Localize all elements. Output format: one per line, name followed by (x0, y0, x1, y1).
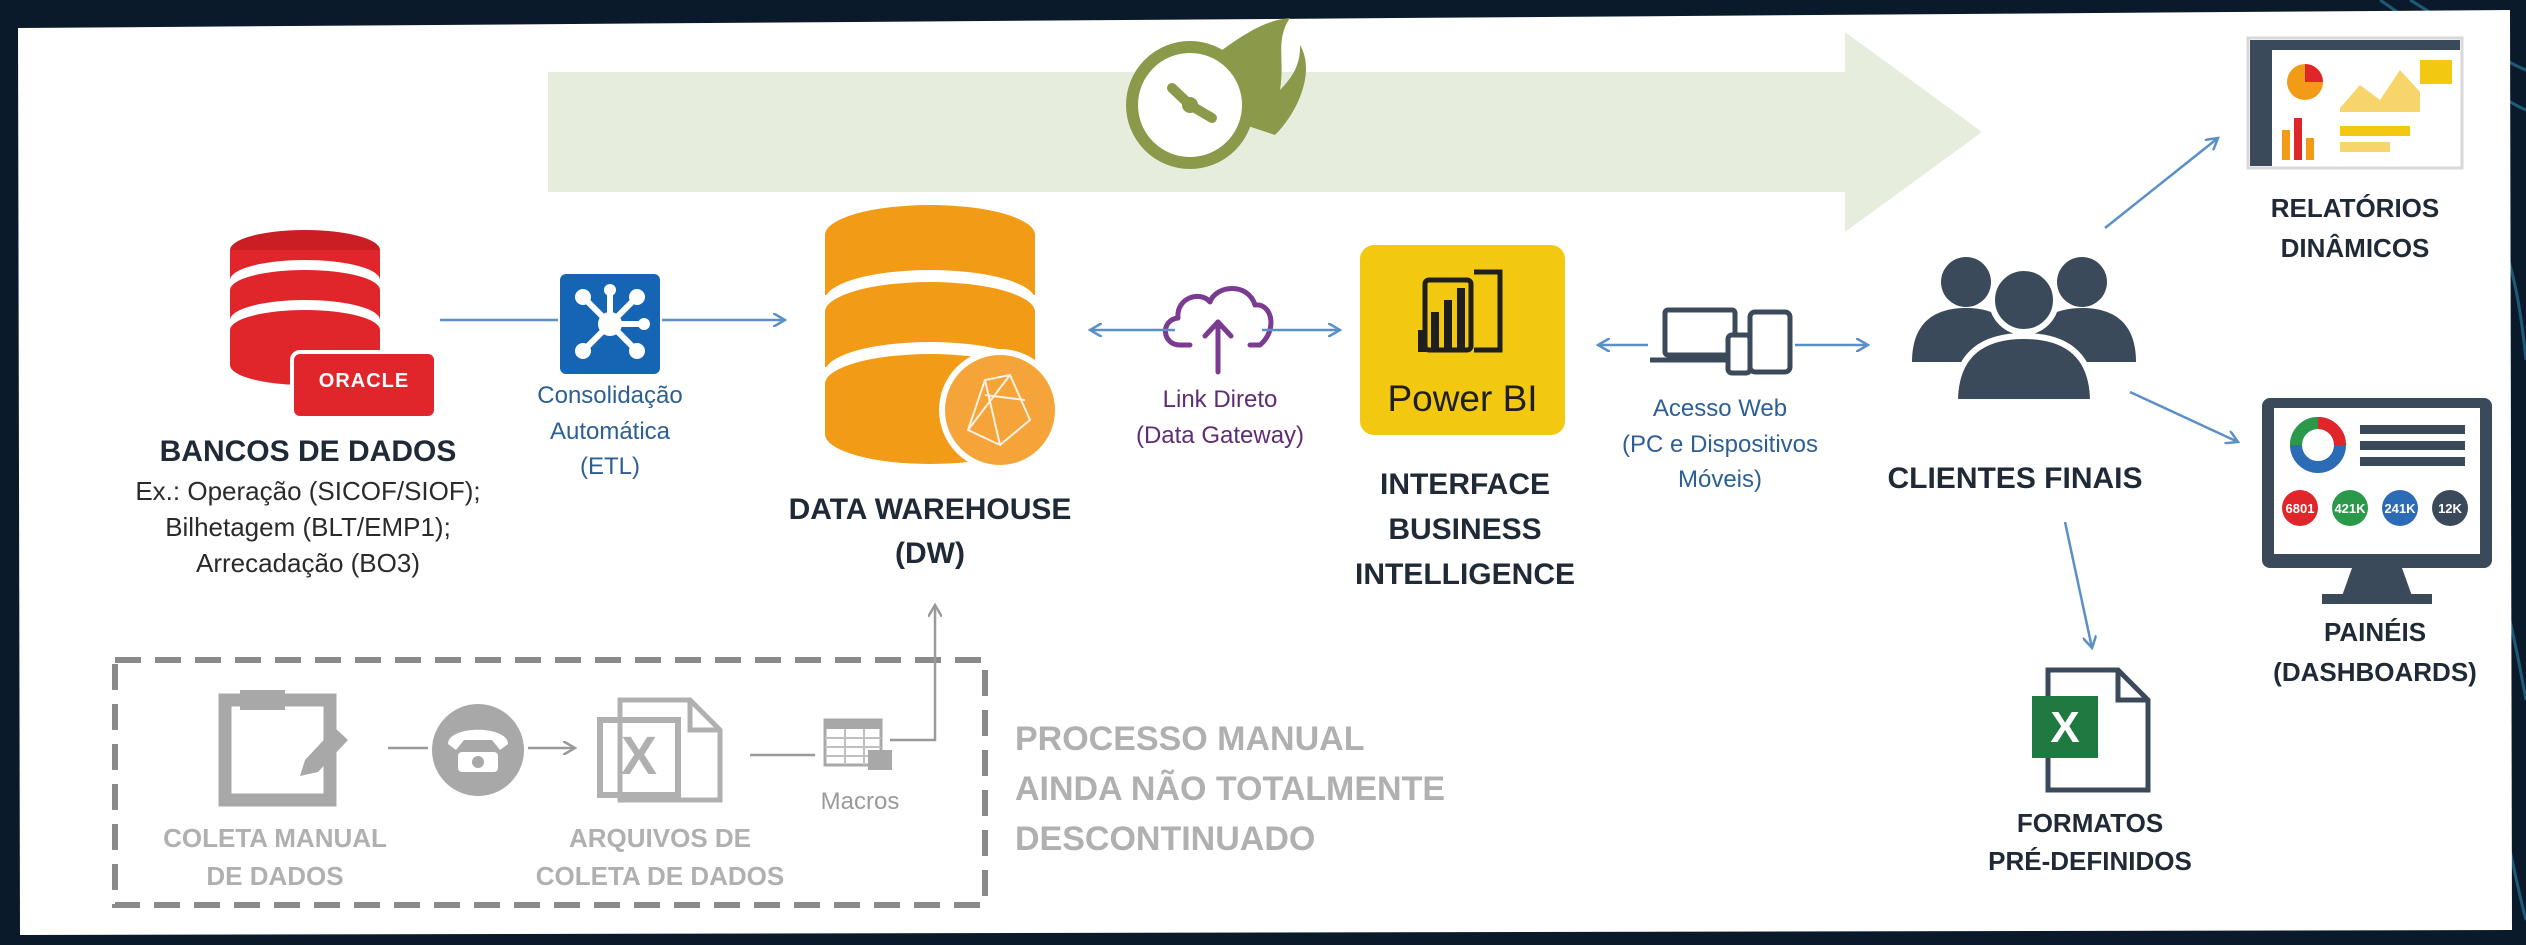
powerbi-line2: BUSINESS (1388, 513, 1542, 546)
kpi-2: 421K (2334, 501, 2366, 516)
web-line1: Acesso Web (1652, 395, 1788, 422)
gateway-line1: Link Direto (1162, 386, 1278, 413)
network-icon (560, 274, 660, 374)
powerbi-icon (1360, 245, 1565, 435)
telephone-icon (432, 704, 524, 796)
clock-icon (1126, 18, 1306, 169)
powerbi-badge: Power BI (1387, 378, 1538, 419)
dw-title: DATA WAREHOUSE (788, 493, 1072, 526)
collect-line1: COLETA MANUAL (163, 823, 387, 853)
manual-note-line3: DESCONTINUADO (1015, 820, 1316, 858)
kpi-3: 241K (2384, 501, 2416, 516)
web-line3: Móveis) (1677, 466, 1762, 493)
sources-title: BANCOS DE DADOS (159, 435, 457, 468)
database-icon (230, 230, 438, 420)
reports-line1: RELATÓRIOS (2270, 193, 2440, 223)
laptop-tablet-icon (1650, 307, 1793, 376)
powerbi-line3: INTELLIGENCE (1354, 558, 1575, 591)
macros-icon (823, 718, 892, 770)
files-line2: COLETA DE DADOS (535, 861, 785, 891)
arrow-macros-to-dw (890, 605, 935, 742)
cloud-upload-icon (1163, 286, 1274, 375)
clipboard-icon (218, 690, 348, 807)
web-line2: (PC e Dispositivos (1621, 431, 1819, 458)
users-icon (1912, 257, 2136, 405)
etl-line1: Consolidação (537, 382, 683, 409)
files-line1: ARQUIVOS DE (568, 823, 752, 853)
clients-title: CLIENTES FINAIS (1887, 462, 2143, 495)
sources-line2: Bilhetagem (BLT/EMP1); (165, 512, 451, 542)
manual-note-line2: AINDA NÃO TOTALMENTE (1015, 770, 1446, 808)
arrow-clients-reports (2104, 138, 2218, 229)
collect-line2: DE DADOS (206, 861, 344, 891)
arrow-clients-dashboards (2129, 390, 2238, 442)
report-icon (2246, 36, 2464, 170)
excel-x-letter: X (2050, 703, 2080, 752)
dw-subtitle: (DW) (895, 537, 965, 570)
kpi-4: 12K (2438, 501, 2462, 516)
dashboards-line1: PAINÉIS (2323, 617, 2427, 647)
sources-line3: Arrecadação (BO3) (196, 548, 420, 578)
formats-line2: PRÉ-DEFINIDOS (1988, 846, 2192, 876)
powerbi-line1: INTERFACE (1379, 468, 1550, 501)
macros-label: Macros (820, 788, 900, 815)
files-x-letter: X (620, 726, 658, 786)
gateway-line2: (Data Gateway) (1135, 422, 1305, 449)
etl-line2: Automática (549, 418, 671, 445)
sources-line1: Ex.: Operação (SICOF/SIOF); (135, 476, 481, 506)
dashboard-monitor-icon (2262, 398, 2492, 604)
dashboards-line2: (DASHBOARDS) (2273, 657, 2477, 687)
spreadsheet-icon (597, 697, 723, 803)
manual-note-line1: PROCESSO MANUAL (1015, 720, 1365, 758)
kpi-1: 6801 (2285, 501, 2315, 516)
oracle-badge: ORACLE (318, 370, 410, 392)
arrow-clients-formats (2063, 521, 2092, 648)
dw-database-icon (825, 205, 1061, 471)
formats-line1: FORMATOS (2016, 808, 2164, 838)
reports-line2: DINÂMICOS (2280, 233, 2430, 263)
excel-icon (2032, 667, 2151, 793)
etl-line3: (ETL) (580, 453, 640, 480)
